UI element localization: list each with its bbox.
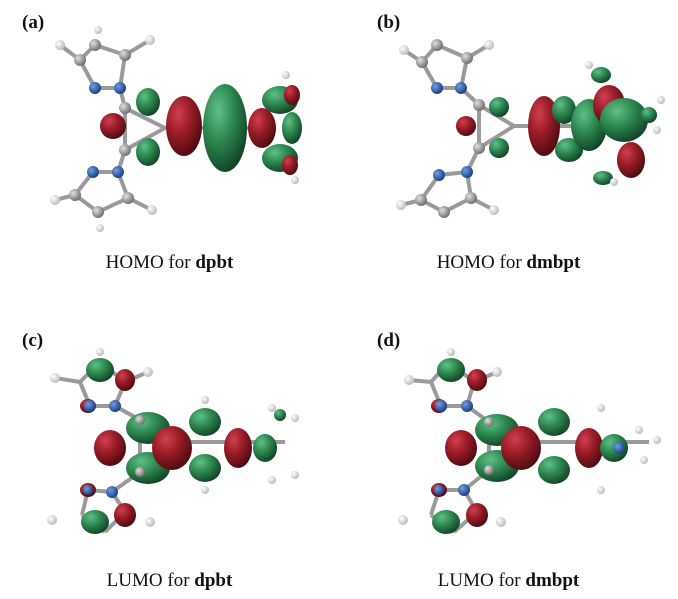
- panel-label: (d): [377, 330, 401, 351]
- lumo-dmbpt-orbital-figure: [398, 348, 661, 534]
- caption: HOMO for dpbt: [0, 252, 339, 274]
- caption-prefix: LUMO for: [437, 570, 521, 591]
- lumo-dpbt-orbital-figure: [47, 348, 299, 534]
- panel-label: (a): [22, 12, 45, 33]
- caption: LUMO for dpbt: [0, 570, 339, 592]
- panel-a: (a): [0, 0, 339, 299]
- molecule-name: dpbt: [194, 570, 233, 591]
- panel-label: (b): [377, 12, 401, 33]
- panel-d: (d): [339, 300, 678, 599]
- panel-label: (c): [22, 330, 44, 351]
- molecule-atoms: [50, 26, 299, 232]
- orbital-lobes: [100, 84, 302, 175]
- molecule-name: dmbpt: [526, 252, 581, 273]
- panel-b: (b): [339, 0, 678, 299]
- homo-dpbt-orbital-figure: [50, 26, 302, 232]
- homo-dmbpt-orbital-figure: [396, 39, 665, 218]
- molecule-name: dpbt: [195, 252, 234, 273]
- panel-c: (c): [0, 300, 339, 599]
- caption-prefix: HOMO for: [105, 252, 191, 273]
- caption: LUMO for dmbpt: [339, 570, 678, 592]
- caption: HOMO for dmbpt: [339, 252, 678, 274]
- caption-prefix: LUMO for: [106, 570, 190, 591]
- caption-prefix: HOMO for: [436, 252, 522, 273]
- molecule-name: dmbpt: [525, 570, 580, 591]
